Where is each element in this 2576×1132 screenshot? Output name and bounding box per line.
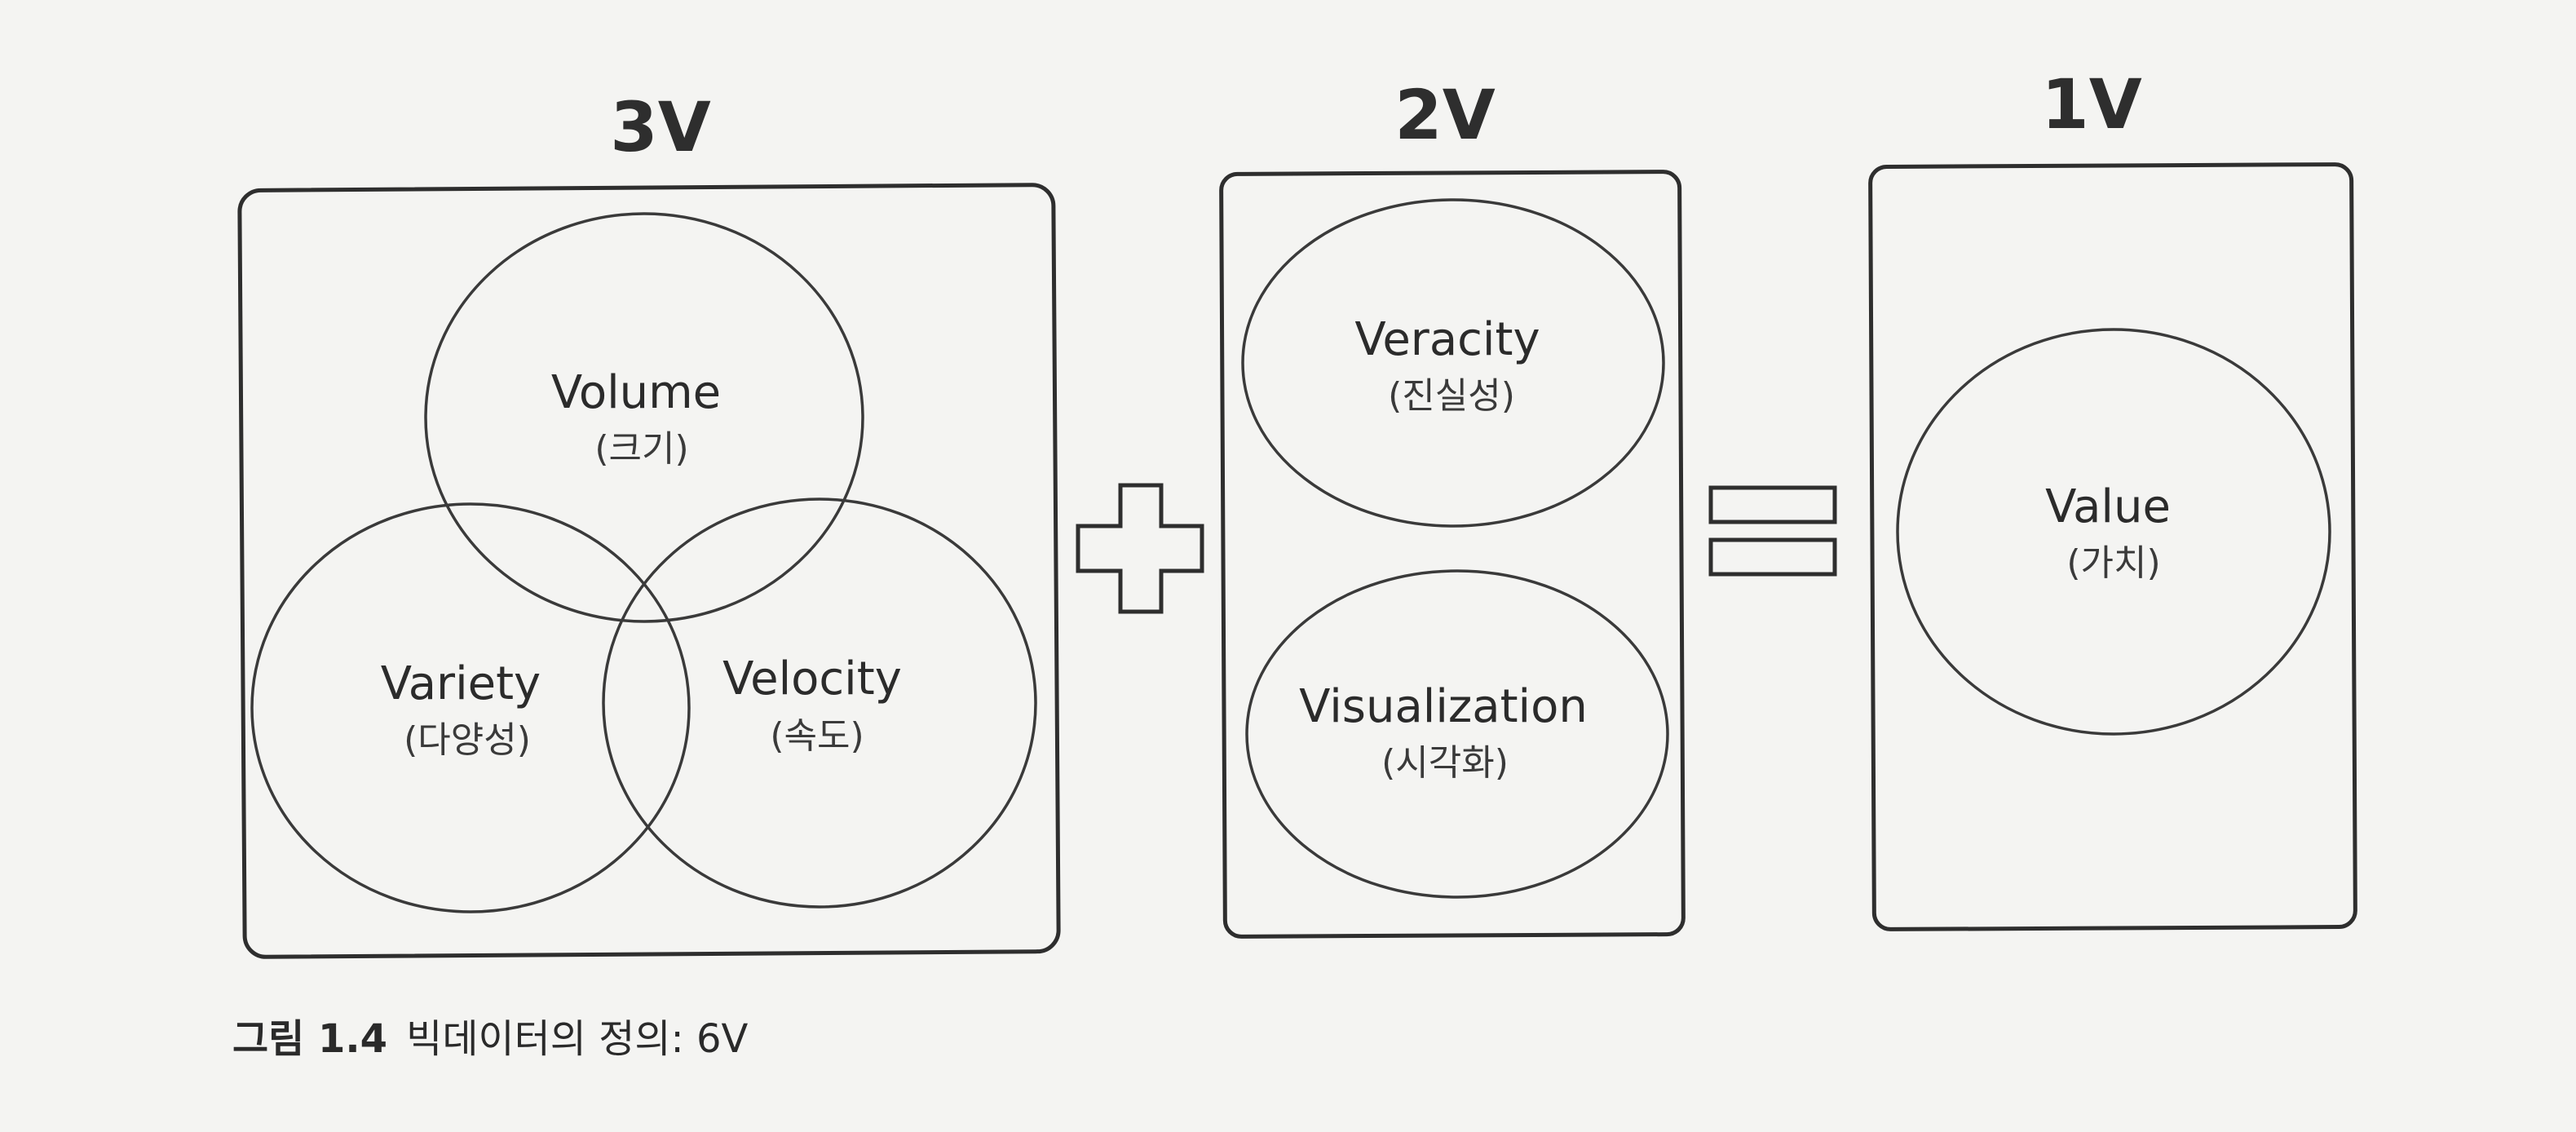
veracity-sub: (진실성) — [1388, 375, 1515, 417]
velocity-label: Velocity — [722, 652, 902, 705]
figure-caption-text: 빅데이터의 정의: 6V — [406, 1016, 748, 1062]
figure-caption: 그림 1.4 빅데이터의 정의: 6V — [232, 1016, 749, 1062]
variety-label: Variety — [381, 657, 541, 710]
group-1v-title: 1V — [2041, 64, 2141, 144]
variety-sub: (다양성) — [404, 719, 531, 761]
volume-label: Volume — [551, 366, 721, 419]
figure-caption-label: 그림 1.4 — [232, 1016, 387, 1062]
value-circle — [1896, 328, 2331, 736]
velocity-circle — [602, 497, 1037, 909]
group-1v: Value (가치) — [1868, 162, 2357, 931]
plus-sign-icon — [1076, 483, 1204, 614]
visualization-sub: (시각화) — [1381, 742, 1509, 784]
variety-circle — [250, 502, 691, 913]
veracity-circle — [1241, 198, 1665, 528]
volume-sub: (크기) — [594, 428, 688, 470]
group-2v-title: 2V — [1394, 75, 1495, 155]
volume-circle — [424, 212, 864, 623]
equals-sign-icon — [1708, 485, 1837, 577]
value-label: Value — [2045, 480, 2171, 533]
velocity-sub: (속도) — [770, 715, 864, 757]
group-2v-box — [1219, 170, 1686, 939]
veracity-label: Veracity — [1354, 313, 1540, 366]
group-3v-box — [237, 183, 1061, 959]
group-3v: Volume (크기) Variety (다양성) Velocity (속도) — [237, 183, 1061, 959]
visualization-circle — [1245, 569, 1669, 899]
value-sub: (가치) — [2066, 542, 2160, 584]
group-1v-box — [1868, 162, 2357, 931]
group-3v-title: 3V — [610, 87, 710, 167]
visualization-label: Visualization — [1299, 680, 1588, 733]
group-2v: Veracity (진실성) Visualization (시각화) — [1219, 170, 1686, 939]
